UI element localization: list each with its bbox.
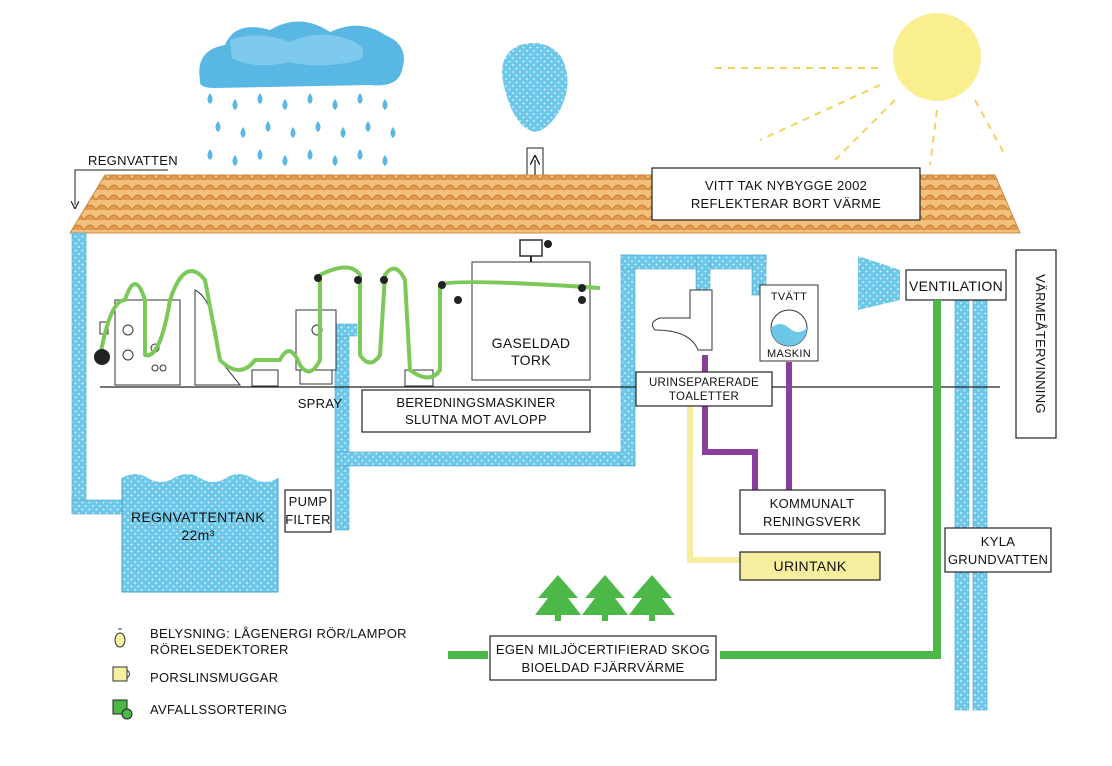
raindrop xyxy=(232,99,238,110)
regnvatten-label: REGNVATTEN xyxy=(88,153,178,168)
roof-info-line2: REFLEKTERAR BORT VÄRME xyxy=(691,196,881,211)
legend-waste-label: AVFALLSSORTERING xyxy=(150,702,287,717)
rainwater-pipes xyxy=(71,232,988,711)
roof-info-line1: VITT TAK NYBYGGE 2002 xyxy=(705,178,867,193)
raindrop xyxy=(357,149,363,160)
processing-machine-1 xyxy=(99,289,279,387)
washing-machine: TVÄTT MASKIN xyxy=(759,284,819,362)
raindrop xyxy=(215,121,221,132)
mug-icon xyxy=(112,666,130,682)
rainwater-tank: REGNVATTENTANK 22m³ xyxy=(121,474,279,593)
bulb-icon xyxy=(114,628,126,648)
heat-recovery-label: VÄRMEÅTERVINNING xyxy=(1033,274,1048,414)
preparation-line1: BEREDNINGSMASKINER xyxy=(396,395,555,410)
washer-label-2: MASKIN xyxy=(767,348,811,360)
roof-info-box: VITT TAK NYBYGGE 2002 REFLEKTERAR BORT V… xyxy=(651,167,921,221)
waste-sorting-icon xyxy=(112,699,133,720)
municipal-treatment-box: KOMMUNALT RENINGSVERK xyxy=(739,489,886,535)
raindrop xyxy=(307,93,313,104)
raindrop xyxy=(315,121,321,132)
raindrop xyxy=(207,93,213,104)
pump-filter-box: PUMP FILTER xyxy=(284,489,332,533)
heat-recovery-box: VÄRMEÅTERVINNING xyxy=(1015,249,1057,439)
raindrop xyxy=(282,155,288,166)
tank-volume: 22m³ xyxy=(181,527,214,543)
groundwater-cooling-box: KYLA GRUNDVATTEN xyxy=(944,527,1052,573)
raindrop xyxy=(207,149,213,160)
urine-tank-label: URINTANK xyxy=(774,558,847,574)
legend: BELYSNING: LÅGENERGI RÖR/LAMPOR RÖRELSED… xyxy=(112,626,407,720)
raindrop xyxy=(390,127,396,138)
raindrops xyxy=(207,93,396,166)
forest-line1: EGEN MILJÖCERTIFIERAD SKOG xyxy=(496,642,710,657)
spray-machine xyxy=(295,309,434,387)
dryer-label-2: TORK xyxy=(511,352,551,368)
raindrop xyxy=(332,99,338,110)
forest-icon xyxy=(535,575,675,621)
raindrop xyxy=(340,127,346,138)
filter-label: FILTER xyxy=(285,512,331,527)
raindrop xyxy=(282,99,288,110)
urine-tank-box: URINTANK xyxy=(739,551,881,581)
exhaust-plume-icon xyxy=(502,42,568,197)
raindrop xyxy=(290,127,296,138)
tank-label: REGNVATTENTANK xyxy=(131,509,265,525)
fabric-path xyxy=(98,265,601,380)
district-heating-pipe xyxy=(448,300,941,659)
raindrop xyxy=(332,155,338,166)
ventilation-label: VENTILATION xyxy=(909,278,1003,294)
preparation-line2: SLUTNA MOT AVLOPP xyxy=(405,412,547,427)
cooling-line2: GRUNDVATTEN xyxy=(948,552,1048,567)
dryer-label-1: GASELDAD xyxy=(492,335,571,351)
raindrop xyxy=(232,155,238,166)
raindrop xyxy=(307,149,313,160)
raindrop xyxy=(257,149,263,160)
legend-lighting-line2: RÖRELSEDEKTORER xyxy=(150,642,289,657)
sun-icon xyxy=(715,13,1006,166)
municipal-line2: RENINGSVERK xyxy=(763,514,861,529)
spray-label: SPRAY xyxy=(298,396,343,411)
washer-label-1: TVÄTT xyxy=(771,291,807,303)
cooling-line1: KYLA xyxy=(981,534,1015,549)
raindrop xyxy=(357,93,363,104)
raindrop xyxy=(240,127,246,138)
toilet-icon xyxy=(651,289,713,351)
raindrop xyxy=(257,93,263,104)
roller-set xyxy=(94,274,586,365)
raindrop xyxy=(265,121,271,132)
urinsep-line2: TOALETTER xyxy=(669,391,739,403)
gas-dryer: GASELDAD TORK xyxy=(471,239,591,381)
raindrop xyxy=(382,99,388,110)
legend-mug-label: PORSLINSMUGGAR xyxy=(150,670,278,685)
legend-lighting-line1: BELYSNING: LÅGENERGI RÖR/LAMPOR xyxy=(150,626,407,641)
forest-line2: BIOELDAD FJÄRRVÄRME xyxy=(522,660,685,675)
urinsep-line1: URINSEPARERADE xyxy=(649,377,759,389)
raindrop xyxy=(365,121,371,132)
preparation-machines-box: BEREDNINGSMASKINER SLUTNA MOT AVLOPP xyxy=(361,389,591,433)
rain-cloud-icon xyxy=(199,21,404,88)
ventilation-unit: VENTILATION xyxy=(858,256,1007,310)
municipal-line1: KOMMUNALT xyxy=(770,496,855,511)
raindrop xyxy=(382,155,388,166)
pump-label: PUMP xyxy=(289,494,328,509)
forest-heating-box: EGEN MILJÖCERTIFIERAD SKOG BIOELDAD FJÄR… xyxy=(489,635,717,681)
urine-separated-toilets-box: URINSEPARERADE TOALETTER xyxy=(635,371,773,407)
